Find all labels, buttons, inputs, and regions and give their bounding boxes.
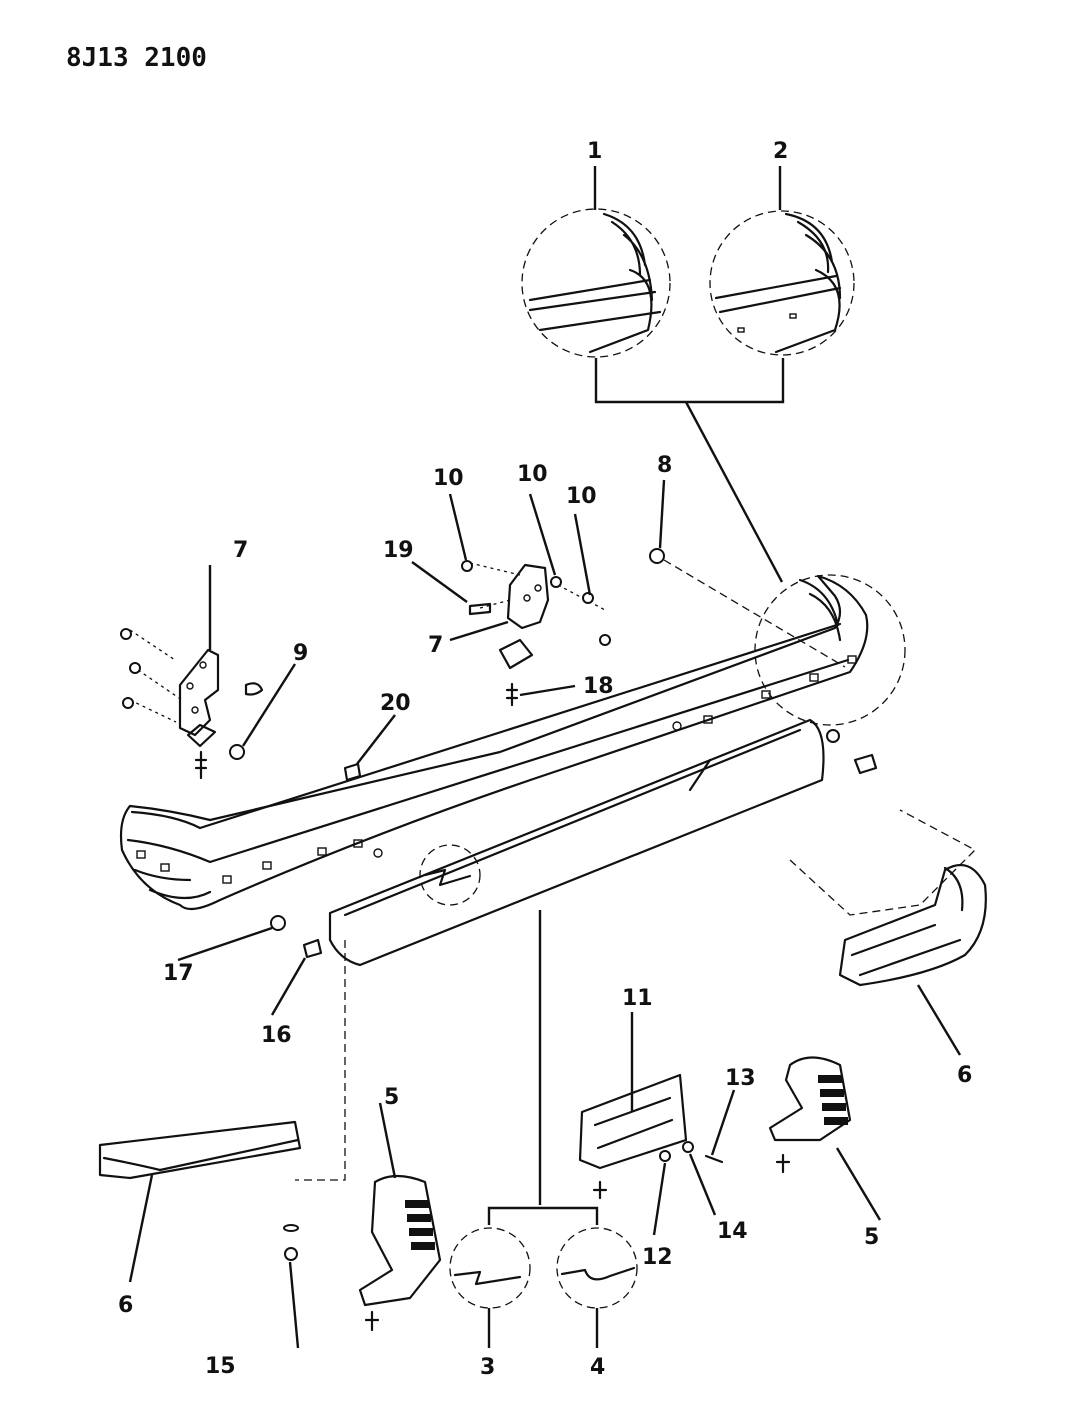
right-bumper-guard [768,1056,852,1174]
left-bumper-guard [358,1174,442,1332]
detail-bracket-bottom [487,1206,599,1225]
bolt-8 [649,548,665,564]
callout-10-c: 10 [566,484,597,509]
callout-6-left: 6 [118,1293,133,1318]
callout-5-right: 5 [864,1225,879,1250]
callout-1: 1 [587,139,602,164]
callout-11: 11 [622,986,653,1011]
callout-2: 2 [773,139,788,164]
leader-lines [128,479,962,1349]
callout-6-right: 6 [957,1063,972,1088]
detail-bracket-top [594,358,785,404]
washer-9 [229,744,245,760]
callout-3: 3 [480,1355,495,1380]
callout-5-left: 5 [384,1085,399,1110]
bolt-15 [283,1224,299,1261]
callout-17: 17 [163,961,194,986]
center-mount-bracket [461,560,611,707]
callout-20: 20 [380,691,411,716]
callout-labels: 1 2 3 4 5 5 6 6 7 7 8 9 10 10 10 11 12 1… [118,139,972,1380]
valance-detail-circle [419,844,481,906]
callout-15: 15 [205,1354,236,1379]
bumper-end-detail-circle [754,574,906,726]
callout-7-center: 7 [428,633,443,658]
bolt-16 [302,938,323,959]
callout-12: 12 [642,1245,673,1270]
callout-10-a: 10 [433,466,464,491]
left-strip [98,1120,302,1180]
detail-circle-1 [521,208,671,358]
detail-circle-4 [556,1227,638,1309]
callout-7-left: 7 [233,538,248,563]
diagram-code: 8J13 2100 [66,43,207,73]
callout-4: 4 [590,1355,605,1380]
washer-17 [270,915,286,931]
callout-8: 8 [657,453,672,478]
callout-18: 18 [583,674,614,699]
washer-14 [682,1141,694,1153]
bumper-bar [119,574,869,911]
screw-13 [704,1154,724,1164]
right-end-strip [838,863,987,987]
callout-16: 16 [261,1023,292,1048]
nut-12 [659,1150,671,1162]
left-mount-bracket [120,628,264,780]
nut-20 [343,762,362,782]
detail-circle-3 [449,1227,531,1309]
detail-circle-2 [709,210,855,356]
callout-19: 19 [383,538,414,563]
callout-9: 9 [293,641,308,666]
lower-valance [328,718,825,967]
callout-13: 13 [725,1066,756,1091]
callout-14: 14 [717,1219,748,1244]
callout-10-b: 10 [517,462,548,487]
detail-pointer-line [684,401,784,583]
